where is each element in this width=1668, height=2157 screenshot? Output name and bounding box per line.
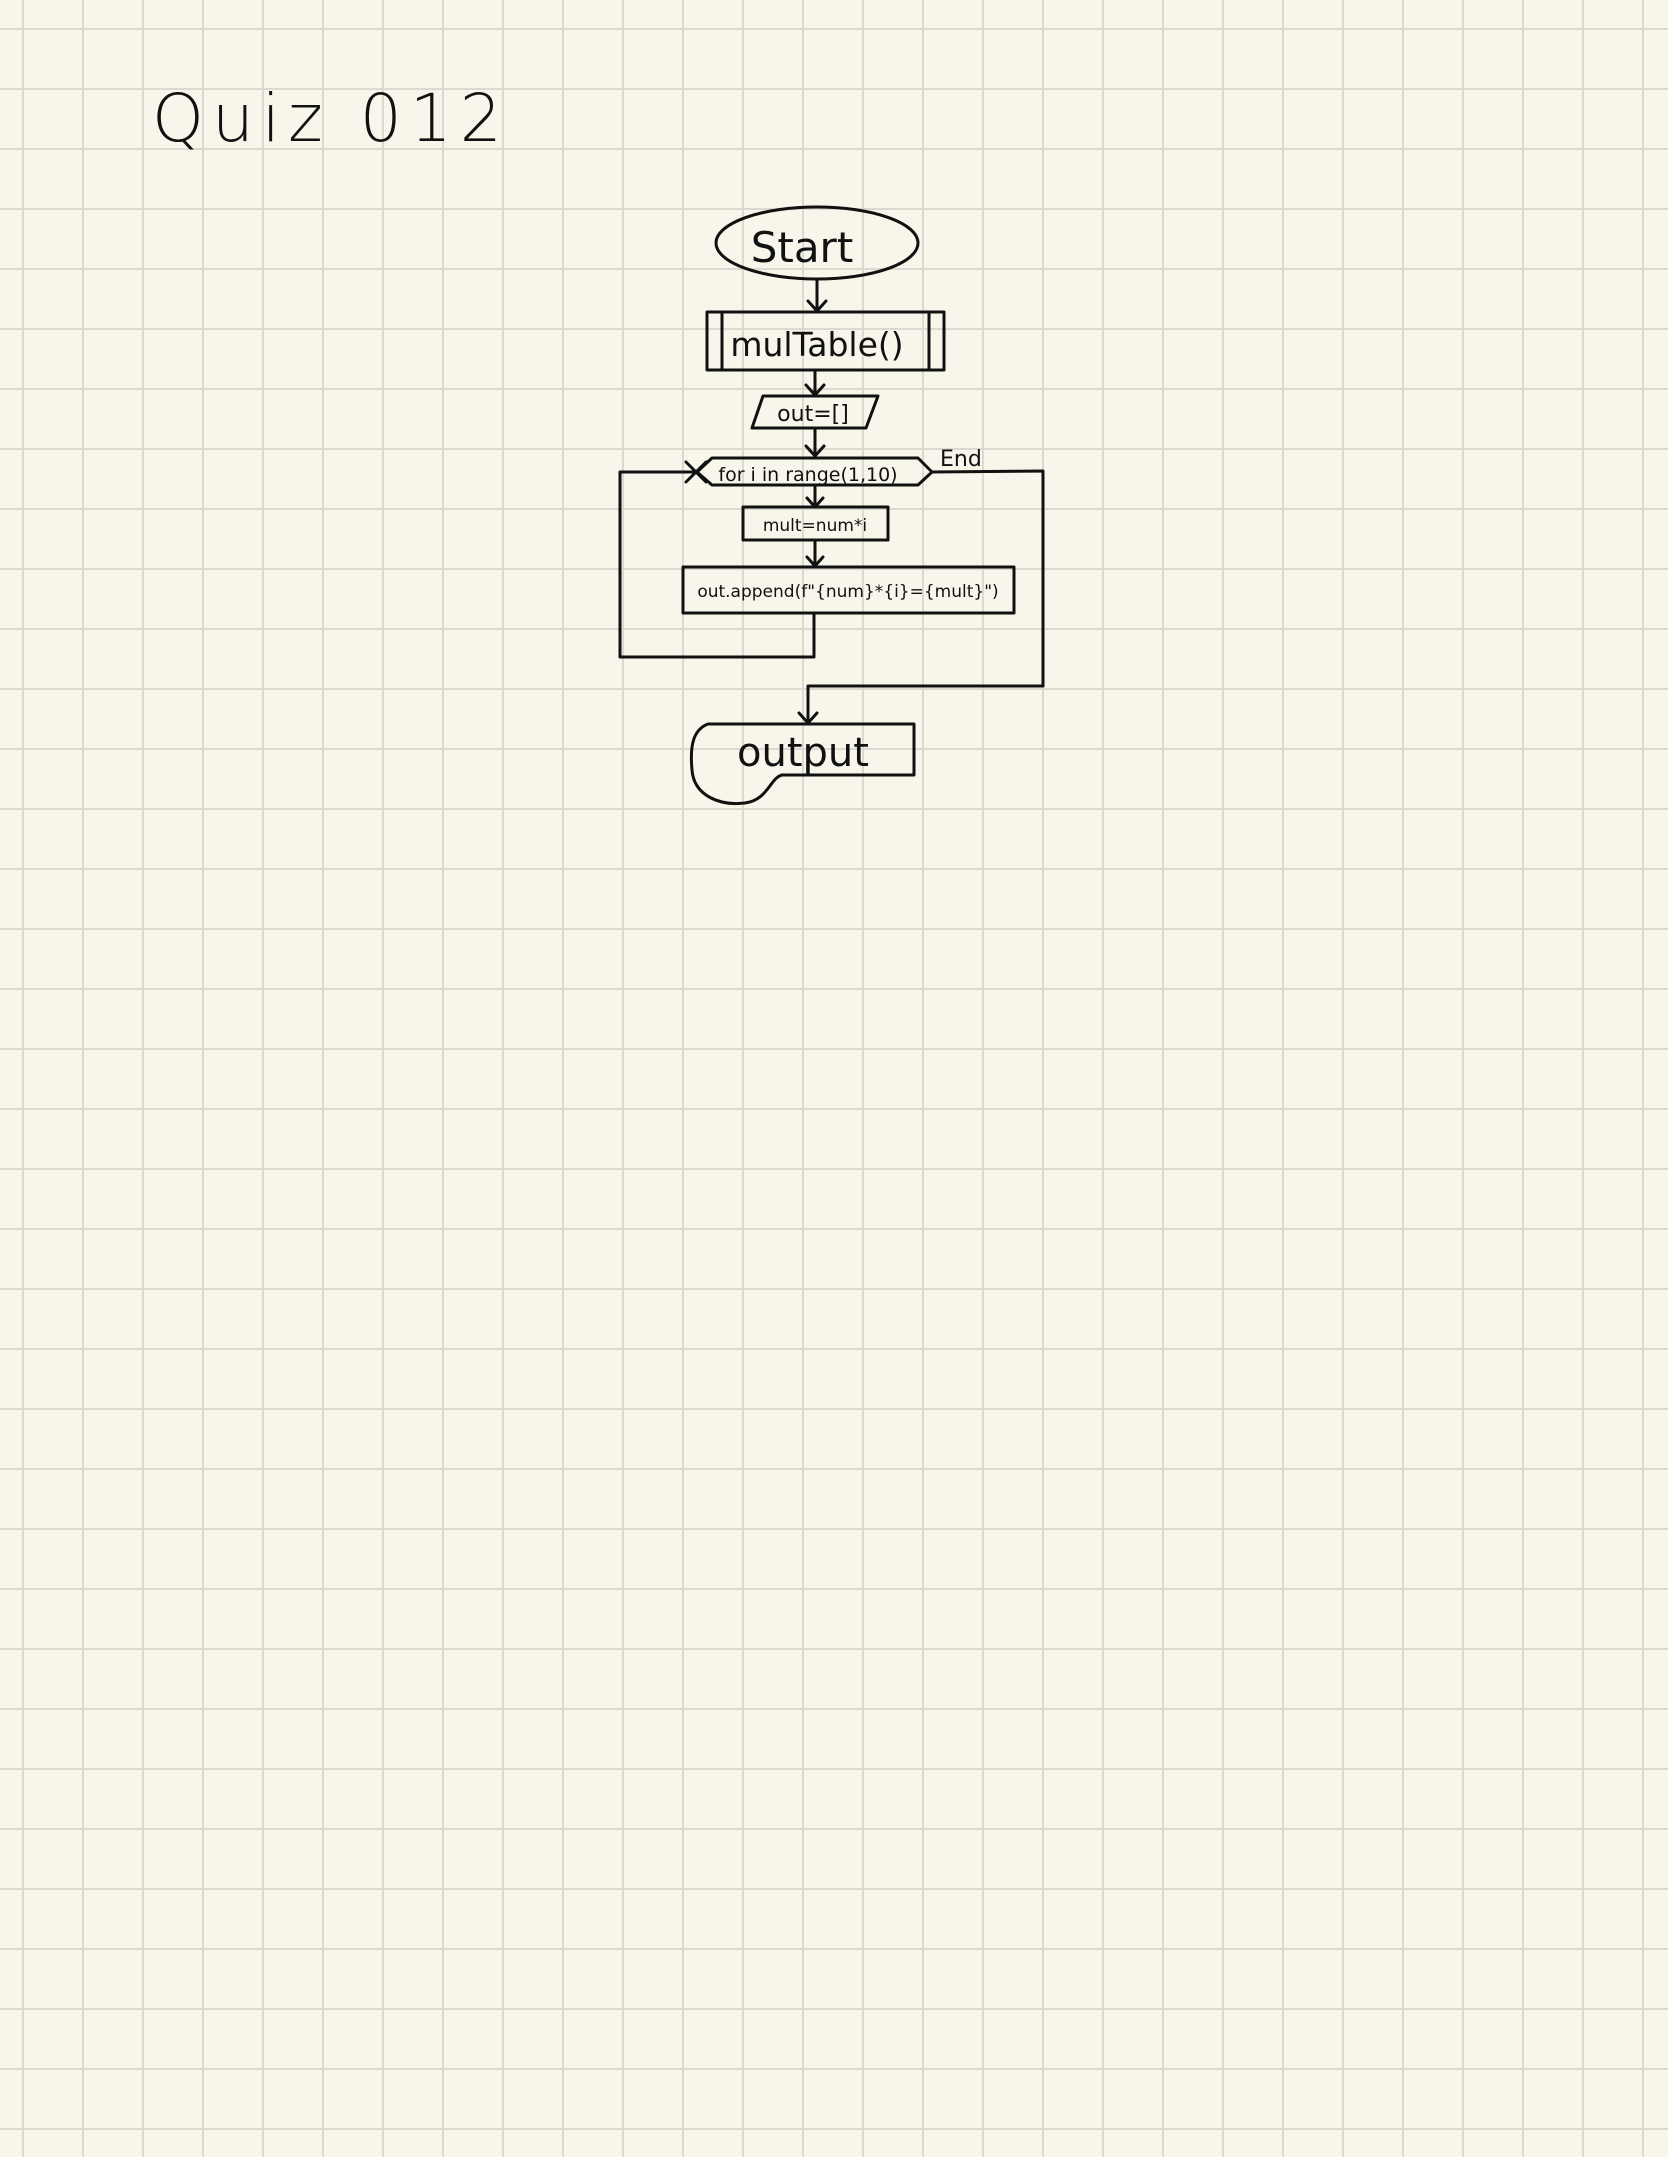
arrow-start-to-subroutine [806,278,828,313]
arrow-subroutine-to-init [804,368,826,397]
append-process: out.append(f"{num}*{i}={mult}") [681,565,1016,615]
output-display: output [689,722,916,806]
start-terminator: Start [714,205,920,281]
calc-process: mult=num*i [741,505,890,542]
calc-label: mult=num*i [763,516,867,536]
arrow-calc-to-append [805,538,825,568]
append-label: out.append(f"{num}*{i}={mult}") [697,582,998,602]
loop-back-line [618,460,816,659]
loop-label: for i in range(1,10) [718,464,897,486]
page-title: Quiz 012 [152,80,510,157]
output-label: output [737,730,869,776]
init-label: out=[] [777,402,849,427]
arrow-loop-to-calc [805,483,825,509]
subroutine-process: mulTable() [705,310,946,372]
init-parallelogram: out=[] [750,394,880,430]
arrow-init-to-loop [804,426,826,458]
subroutine-label: mulTable() [730,325,903,364]
end-label: End [940,447,982,472]
start-label: Start [751,223,854,272]
loop-hexagon: for i in range(1,10) [695,456,934,487]
